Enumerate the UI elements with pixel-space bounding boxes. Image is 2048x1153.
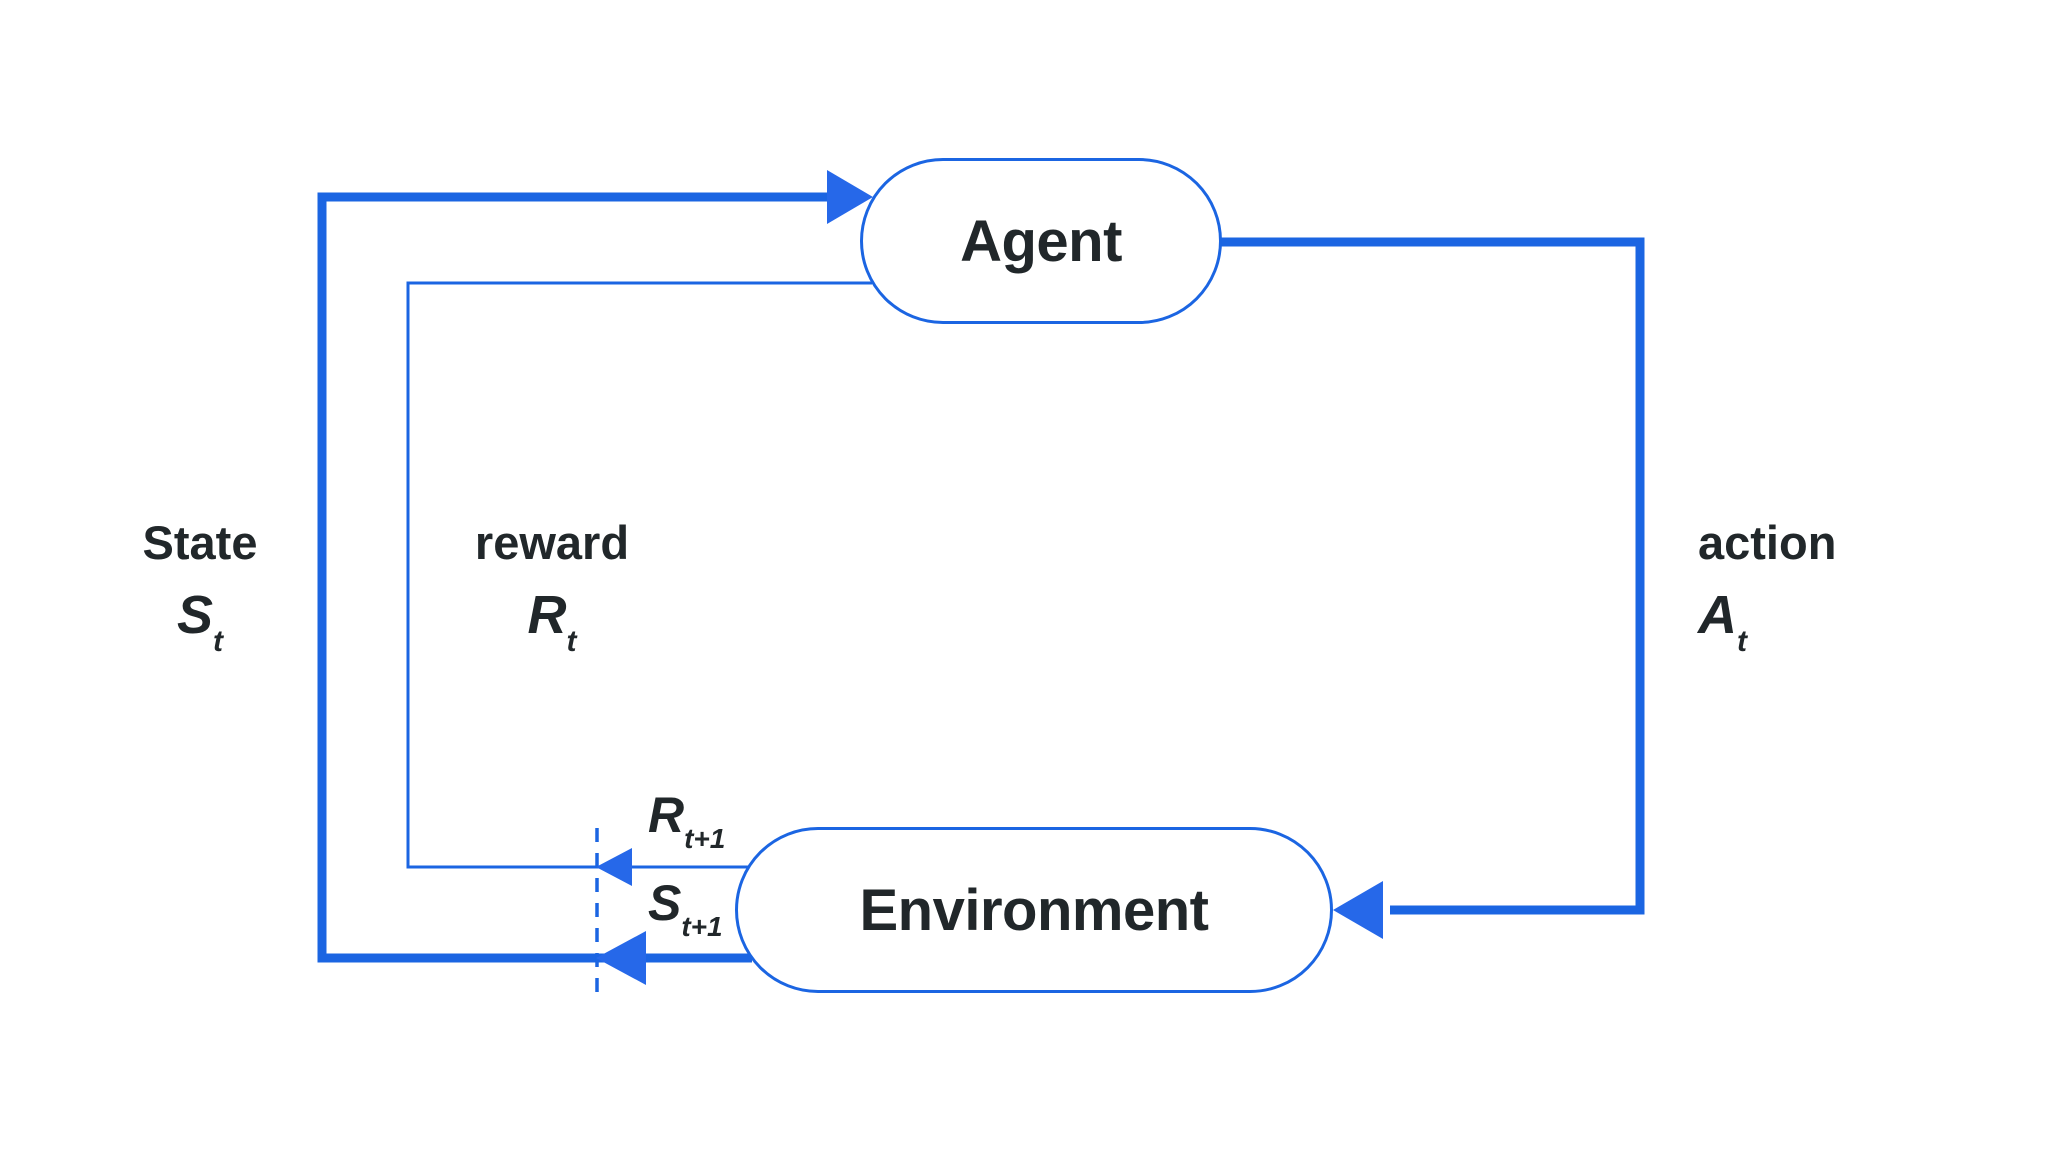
state-word: State <box>142 516 258 569</box>
reward-word: reward <box>474 516 630 569</box>
state-loop-line <box>317 192 832 963</box>
reward-subscript: t <box>566 625 577 659</box>
state-edge-label: State St <box>98 516 302 659</box>
action-symbol: At <box>1698 585 1747 659</box>
agent-node: Agent <box>860 158 1222 324</box>
reward-loop-line <box>406 281 872 869</box>
environment-node: Environment <box>735 827 1333 993</box>
next-state-symbol: S <box>648 875 682 931</box>
state-symbol: St <box>176 585 224 659</box>
reward-symbol: Rt <box>527 585 577 659</box>
environment-node-label: Environment <box>859 877 1210 943</box>
next-reward-subscript: t+1 <box>684 823 726 854</box>
action-word: action <box>1698 516 1837 569</box>
next-reward-label: Rt+1 <box>648 786 808 853</box>
state-arrowhead-icon <box>827 170 873 224</box>
agent-node-label: Agent <box>960 208 1122 274</box>
action-edge-label: action At <box>1698 516 1908 659</box>
reward-edge-label: reward Rt <box>452 516 652 659</box>
state-subscript: t <box>213 625 224 659</box>
action-loop-line <box>1220 237 1645 915</box>
next-reward-arrowhead-icon <box>596 848 632 886</box>
next-state-subscript: t+1 <box>681 911 723 942</box>
next-state-label: St+1 <box>648 874 808 941</box>
action-subscript: t <box>1737 625 1747 659</box>
action-arrowhead-icon <box>1333 881 1383 939</box>
next-reward-symbol: R <box>648 787 685 843</box>
next-state-arrowhead-icon <box>596 931 646 985</box>
